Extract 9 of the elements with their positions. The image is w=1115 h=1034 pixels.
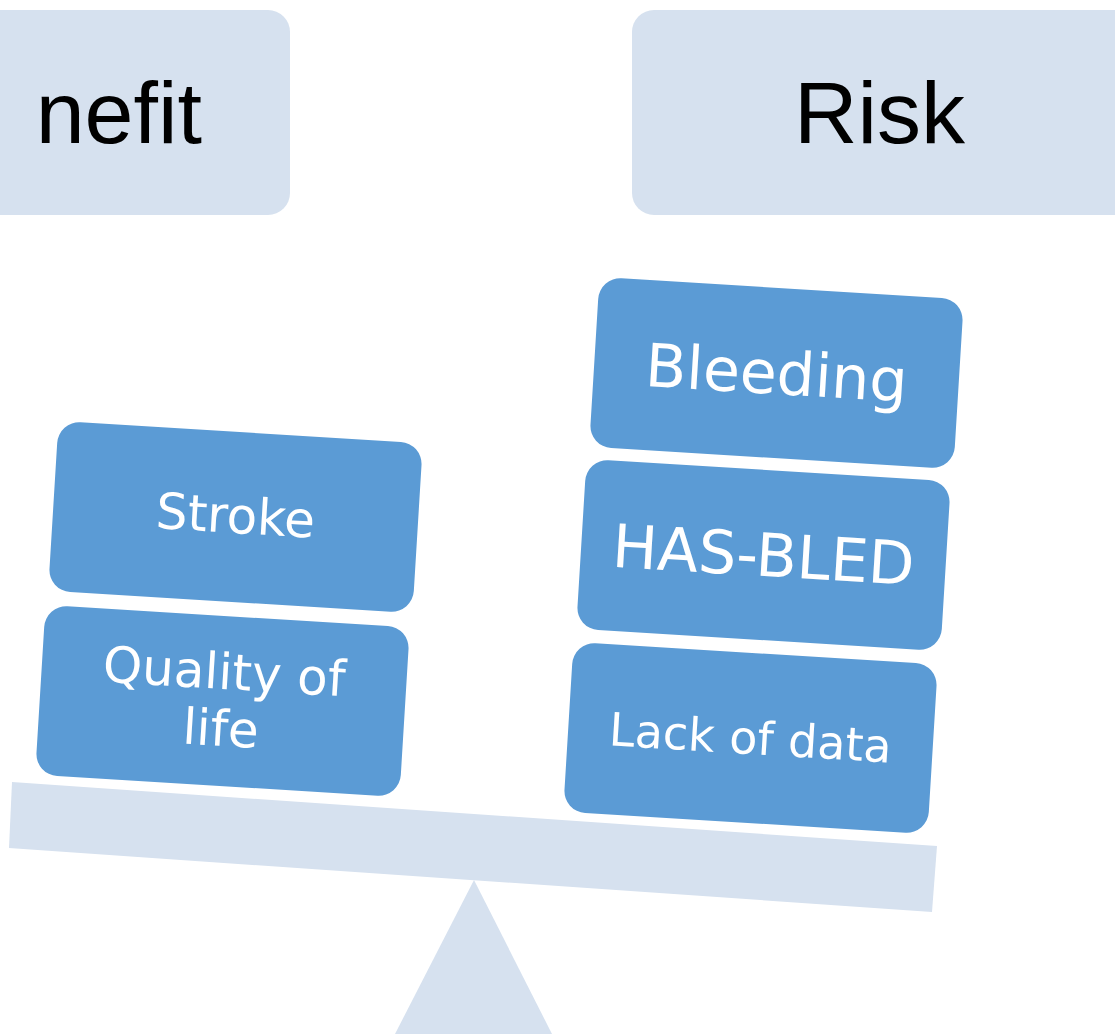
- factor-label: Quality of life: [100, 634, 349, 763]
- factor-label: Stroke: [154, 483, 317, 551]
- heading-panel: [632, 10, 1115, 215]
- factor-label: Lack of data: [607, 702, 894, 773]
- heading-text: nefit: [35, 61, 202, 164]
- heading-panel: [0, 10, 290, 215]
- factor-label: Bleeding: [643, 330, 910, 416]
- factor-label: HAS-BLED: [610, 511, 917, 599]
- heading-text: Risk: [794, 61, 966, 164]
